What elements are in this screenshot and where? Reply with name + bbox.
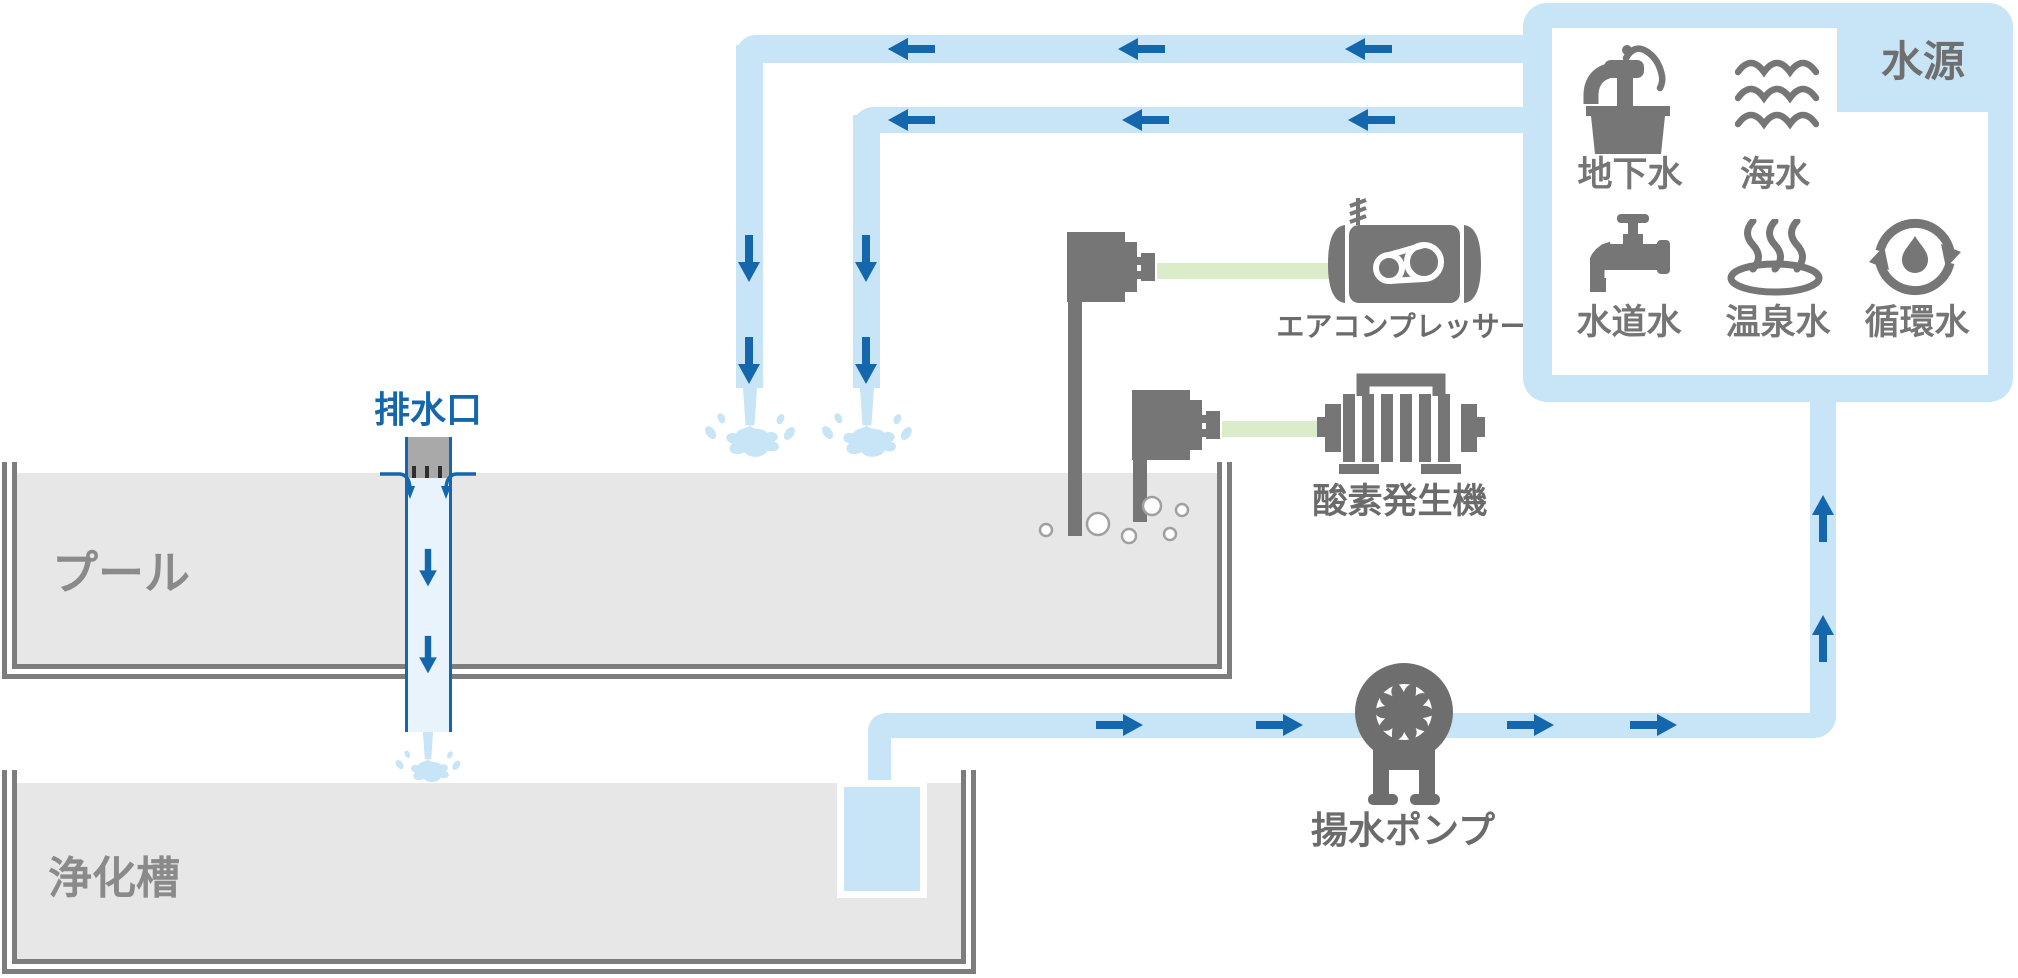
drain-grate-slot bbox=[438, 466, 442, 482]
purification-label: 浄化槽 bbox=[48, 854, 180, 903]
purification-tank bbox=[2, 770, 976, 974]
source-label-groundwater: 地下水 bbox=[1577, 155, 1683, 194]
flow-arrow-up bbox=[1812, 495, 1834, 542]
drain-surface-inflow-arrows bbox=[380, 472, 476, 499]
hot-spring-icon bbox=[1727, 219, 1823, 296]
pool-tank-inner-wall bbox=[12, 462, 1222, 669]
drain-pipe-left-border bbox=[405, 437, 408, 732]
drain-grate-slot bbox=[425, 466, 429, 482]
pool-label: プール bbox=[52, 547, 190, 599]
air-compressor-icon bbox=[1328, 198, 1481, 303]
drain-grate-slot bbox=[412, 466, 416, 482]
source-label-hot-spring: 温泉水 bbox=[1725, 303, 1831, 342]
water-pump-icon bbox=[1355, 663, 1453, 805]
water-source-title-notch bbox=[1837, 28, 1989, 112]
flow-arrow-down bbox=[855, 337, 877, 384]
flow-arrow-right bbox=[1096, 714, 1143, 736]
tap-water-faucet-icon bbox=[1590, 214, 1670, 292]
oxygen-generator-icon bbox=[1317, 373, 1485, 474]
flow-arrow-left bbox=[1118, 38, 1165, 60]
flow-arrow-left bbox=[888, 109, 935, 131]
pipe-right-vertical bbox=[1810, 402, 1836, 720]
splash-drain-outflow bbox=[368, 731, 488, 793]
flow-arrow-left bbox=[1345, 38, 1392, 60]
flow-arrow-up bbox=[1812, 615, 1834, 662]
water-source-title: 水源 bbox=[1880, 38, 1965, 85]
flow-arrow-down bbox=[419, 548, 437, 587]
source-label-tap-water: 水道水 bbox=[1576, 303, 1682, 342]
drain-pipe-fill bbox=[408, 478, 449, 732]
water-source-panel: 水源 bbox=[1523, 3, 2013, 402]
drain-label: 排水口 bbox=[373, 389, 483, 430]
aerator-device-2 bbox=[1132, 390, 1220, 522]
pipe-top-1-vertical bbox=[736, 45, 763, 388]
water-pump-label: 揚水ポンプ bbox=[1311, 810, 1495, 851]
flow-arrow-right bbox=[1630, 714, 1677, 736]
pool-water bbox=[17, 473, 1217, 664]
pipe-top-2-horizontal bbox=[853, 107, 1530, 133]
flow-arrow-down bbox=[855, 235, 877, 282]
flow-arrow-left bbox=[1122, 109, 1169, 131]
purification-tank-inner-wall bbox=[12, 770, 966, 964]
flow-arrow-left bbox=[888, 38, 935, 60]
oxygen-generator-label: 酸素発生機 bbox=[1312, 482, 1488, 521]
flow-arrow-right bbox=[1256, 714, 1303, 736]
oxygen-hose bbox=[1222, 421, 1325, 437]
splash-inflow-1 bbox=[690, 386, 810, 472]
flow-arrow-down bbox=[419, 635, 437, 674]
aerator-device-1 bbox=[1067, 232, 1155, 536]
air-bubbles bbox=[1038, 495, 1190, 545]
source-label-seawater: 海水 bbox=[1739, 155, 1811, 194]
air-compressor-label: エアコンプレッサー bbox=[1276, 311, 1528, 342]
pool-tank bbox=[2, 462, 1232, 679]
drain-pipe-right-border bbox=[449, 437, 452, 732]
pipe-intake-drop bbox=[868, 731, 891, 788]
flow-arrow-left bbox=[1348, 109, 1395, 131]
intake-column-water bbox=[844, 787, 920, 891]
splash-inflow-2 bbox=[807, 386, 927, 472]
seawater-waves-icon bbox=[1735, 59, 1819, 130]
groundwater-pump-icon bbox=[1583, 45, 1670, 154]
circulating-water-icon bbox=[1869, 218, 1961, 296]
source-label-circulating: 循環水 bbox=[1864, 303, 1970, 342]
flow-arrow-down bbox=[738, 337, 760, 384]
compressor-air-hose bbox=[1157, 263, 1330, 279]
flow-arrow-down bbox=[738, 235, 760, 282]
flow-arrow-right bbox=[1507, 714, 1554, 736]
purification-water bbox=[17, 783, 961, 959]
